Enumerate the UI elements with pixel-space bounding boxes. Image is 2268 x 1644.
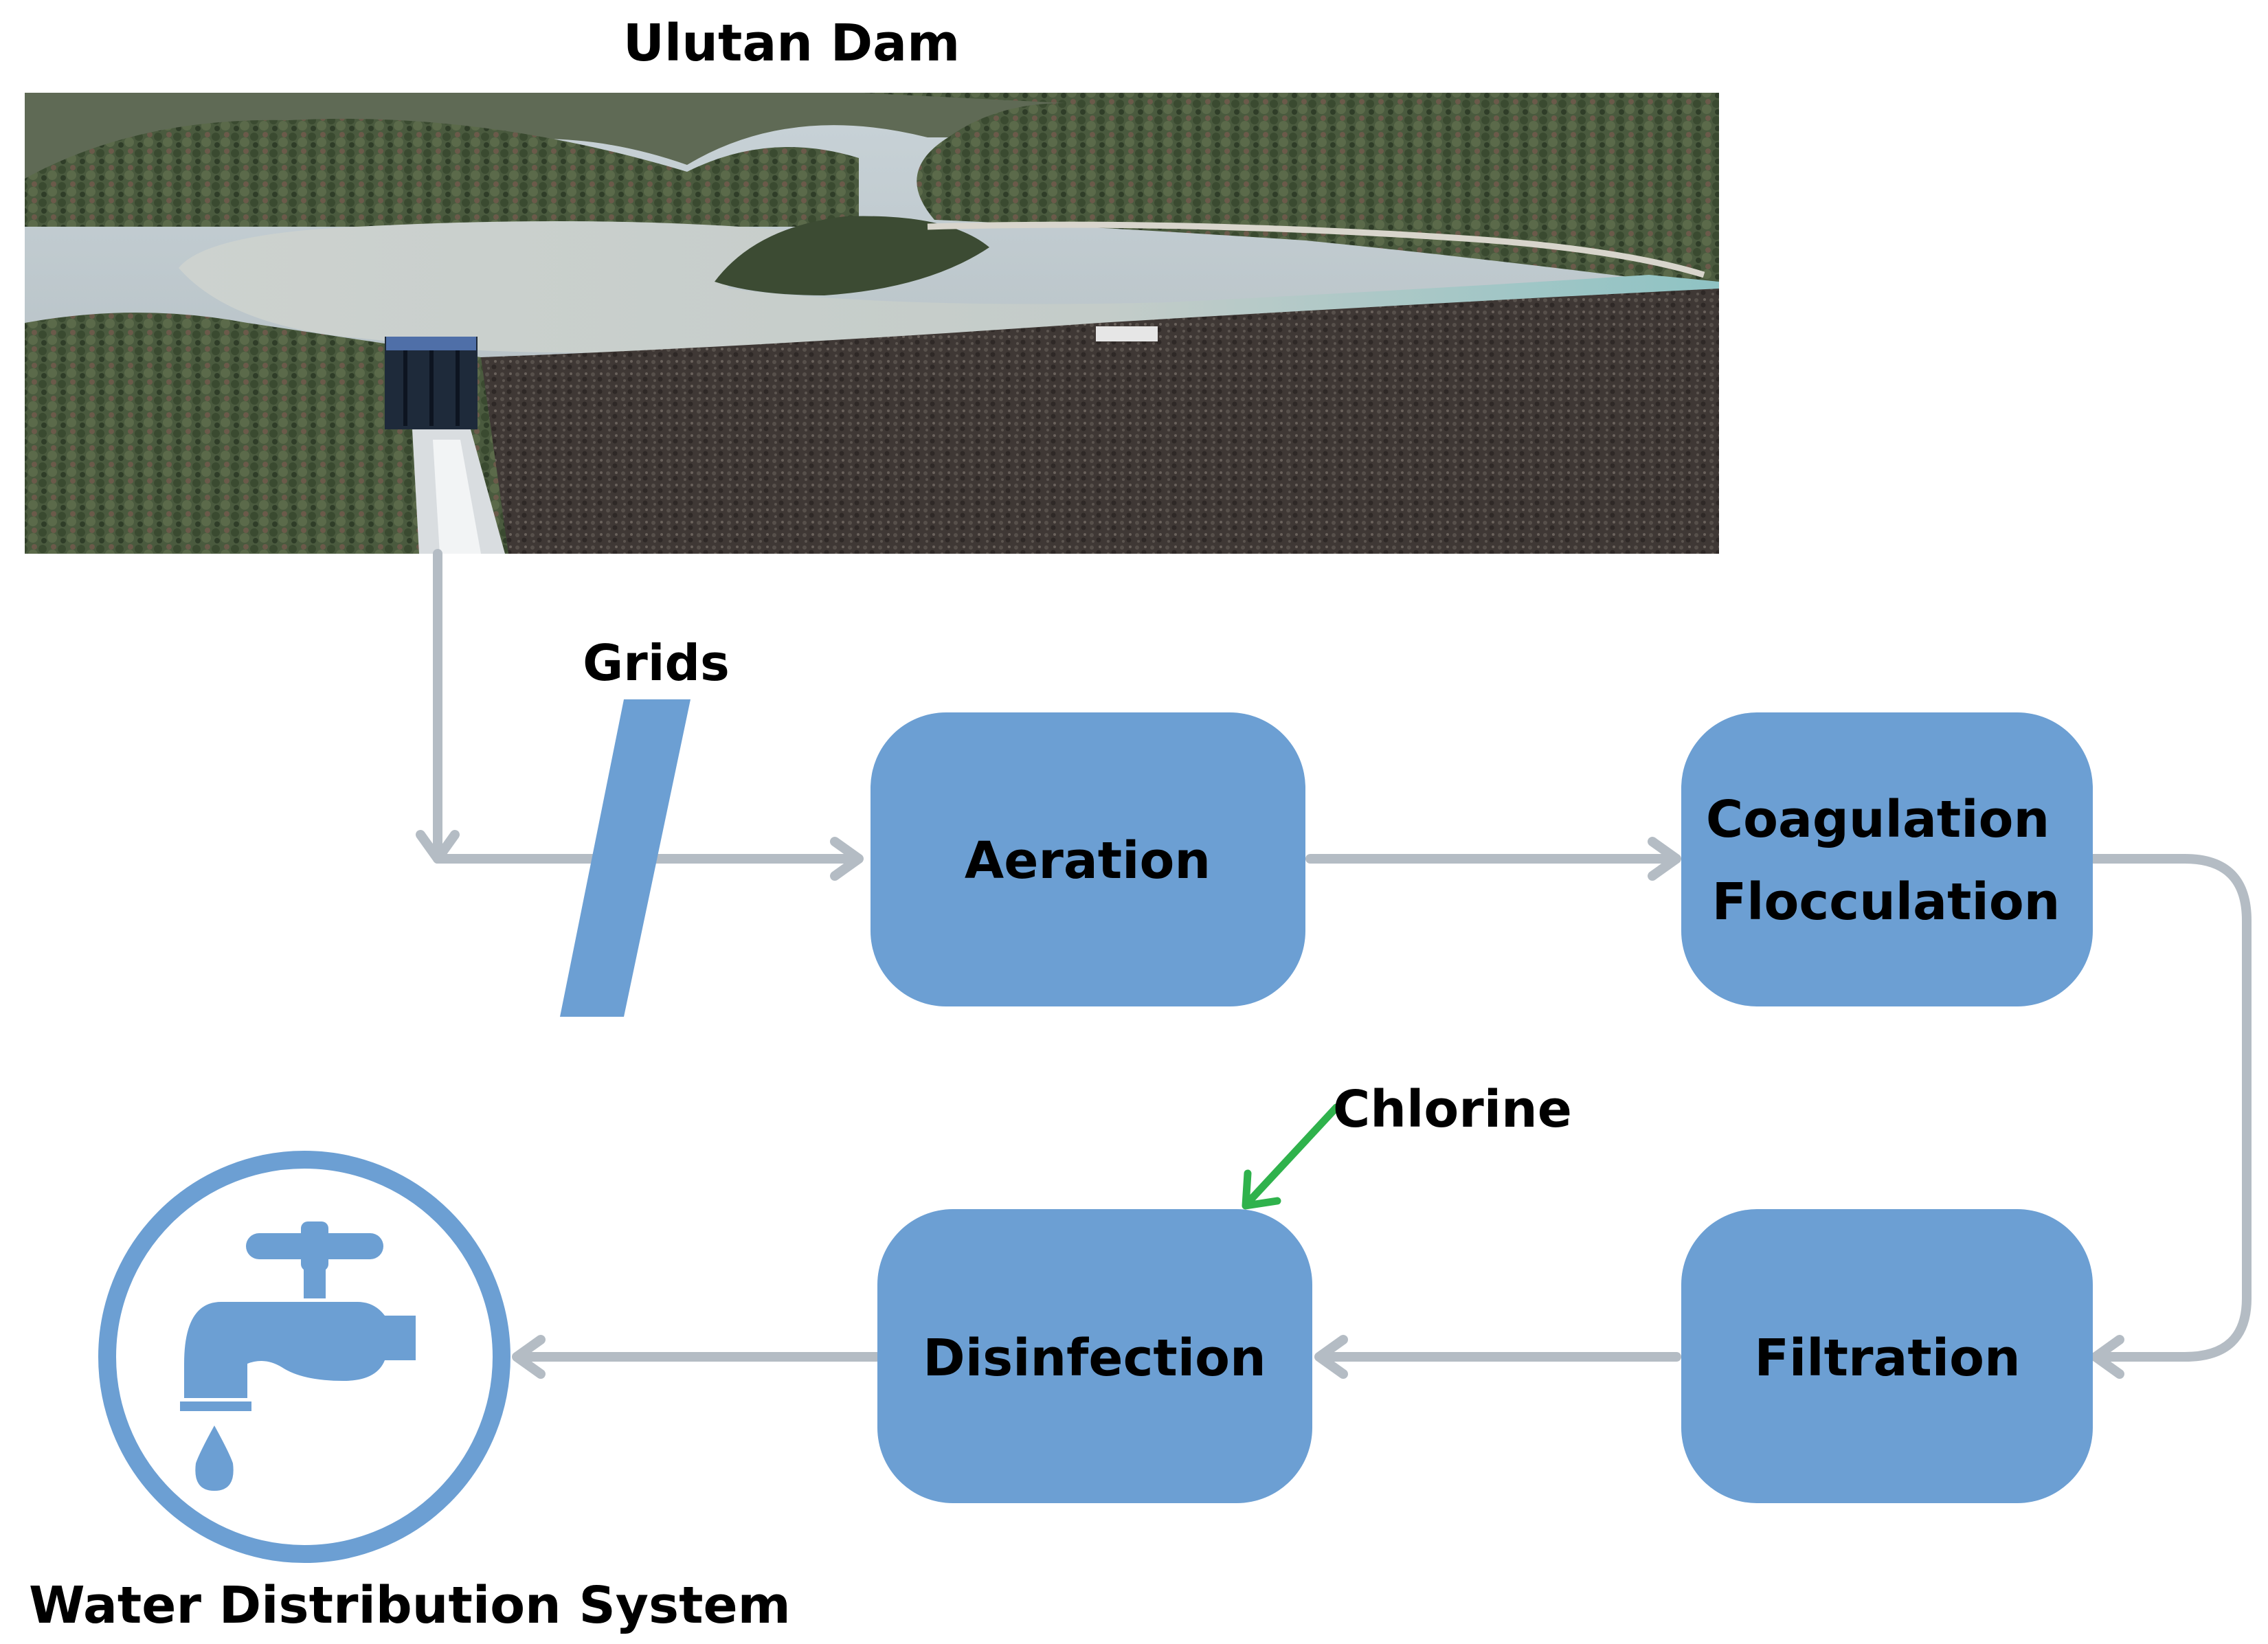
arrow-filtration-to-disinfection-head xyxy=(1314,1335,1348,1379)
filtration-box: Filtration xyxy=(1681,1209,2093,1503)
arrow-coagulation-to-filtration xyxy=(2088,854,2252,1362)
distribution-label: Water Distribution System xyxy=(29,1576,791,1635)
disinfection-label: Disinfection xyxy=(923,1329,1266,1388)
arrow-coagulation-to-filtration-head xyxy=(2091,1335,2124,1379)
chlorine-label: Chlorine xyxy=(1333,1080,1572,1139)
arrow-intake-to-aeration-head xyxy=(830,837,864,881)
grids-bar xyxy=(560,699,690,1017)
arrow-aeration-to-coagulation-head xyxy=(1648,837,1681,881)
coagulation-flocculation-box: Coagulation Flocculation xyxy=(1681,712,2093,1006)
flow-connectors xyxy=(416,549,2252,1379)
aeration-box: Aeration xyxy=(871,712,1305,1006)
water-tap-icon xyxy=(98,1151,510,1563)
flocculation-label: Flocculation xyxy=(1712,872,2061,932)
arrow-disinfection-to-distribution-head xyxy=(512,1335,546,1379)
chlorine-arrow xyxy=(1242,1103,1340,1210)
filtration-label: Filtration xyxy=(1754,1329,2020,1388)
dam-reservoir-photo xyxy=(25,93,1719,554)
disinfection-box: Disinfection xyxy=(877,1209,1312,1503)
coagulation-label: Coagulation xyxy=(1706,790,2050,849)
aeration-label: Aeration xyxy=(965,831,1211,890)
grids-label: Grids xyxy=(583,634,730,692)
dam-title: Ulutan Dam xyxy=(623,14,960,73)
